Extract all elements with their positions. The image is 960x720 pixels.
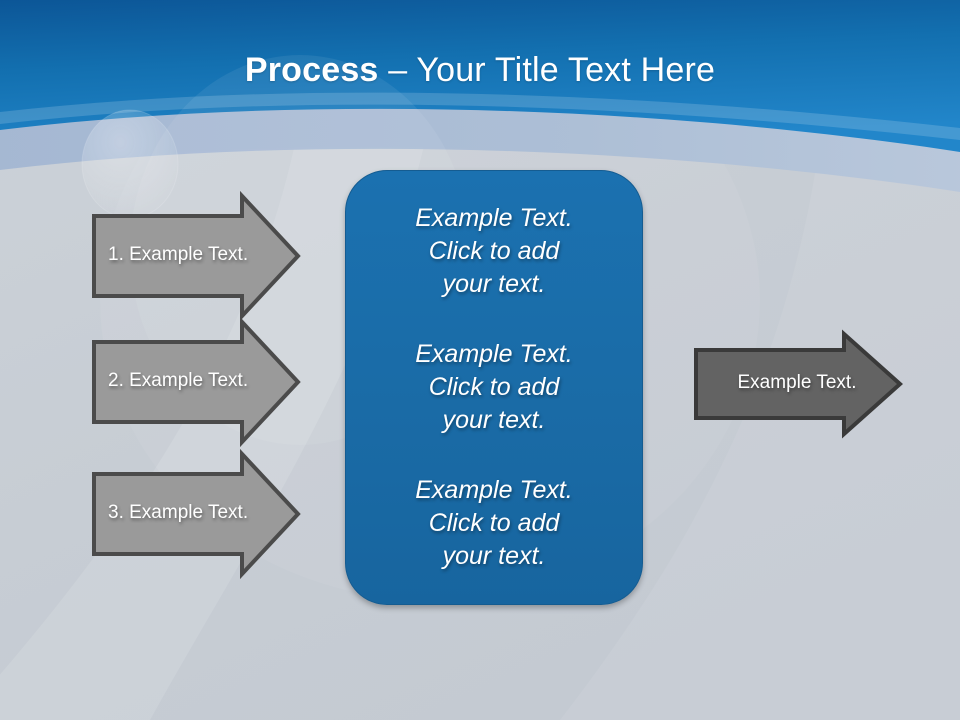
step-arrow-3-shape: [92, 448, 301, 580]
output-arrow[interactable]: Example Text.: [692, 329, 904, 439]
step-arrow-3[interactable]: 3. Example Text.: [90, 448, 302, 580]
output-arrow-shape: [694, 329, 904, 439]
center-text-block-3: Example Text. Click to add your text.: [415, 476, 573, 570]
step-arrow-1-shape: [92, 190, 301, 322]
center-text-block-2: Example Text. Click to add your text.: [415, 340, 573, 434]
slide-title-bold: Process: [244, 51, 379, 89]
step-arrow-1[interactable]: 1. Example Text.: [90, 190, 302, 322]
step-arrow-2-shape: [92, 316, 301, 448]
center-text-panel[interactable]: Example Text. Click to add your text. Ex…: [345, 170, 643, 605]
center-text-block-1: Example Text. Click to add your text.: [415, 204, 573, 298]
slide-title: Process – Your Title Text Here: [0, 48, 960, 92]
step-arrow-2[interactable]: 2. Example Text.: [90, 316, 302, 448]
slide-title-rest: – Your Title Text Here: [378, 51, 716, 89]
